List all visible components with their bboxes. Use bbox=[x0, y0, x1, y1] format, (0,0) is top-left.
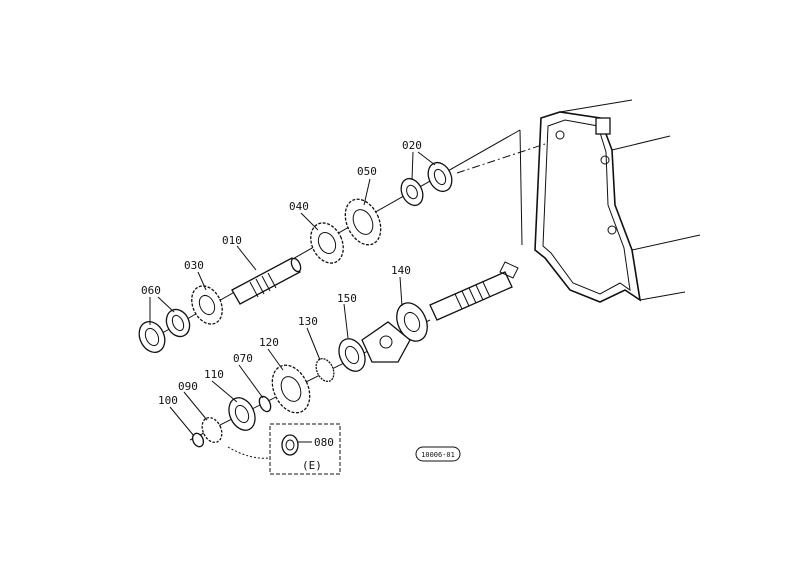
bearing-150 bbox=[338, 338, 366, 372]
output-shaft bbox=[429, 261, 519, 321]
gear-090 bbox=[201, 416, 223, 444]
circlip-100 bbox=[191, 432, 205, 448]
needle-bearing-130 bbox=[315, 357, 335, 383]
label-050: 050 bbox=[357, 165, 377, 178]
transmission-housing bbox=[534, 99, 701, 303]
label-130: 130 bbox=[298, 315, 318, 328]
label-030: 030 bbox=[184, 259, 204, 272]
bearing-110 bbox=[228, 397, 256, 431]
label-080: 080 bbox=[314, 436, 334, 449]
detail-box-label: (E) bbox=[302, 459, 322, 472]
label-070: 070 bbox=[233, 352, 253, 365]
label-110: 110 bbox=[204, 368, 224, 381]
label-140: 140 bbox=[391, 264, 411, 277]
label-090: 090 bbox=[178, 380, 198, 393]
cover-plate bbox=[361, 321, 411, 363]
label-100: 100 bbox=[158, 394, 178, 407]
shaft-010 bbox=[231, 257, 302, 305]
gear-050 bbox=[344, 198, 382, 246]
leader-lines bbox=[149, 151, 436, 437]
part-labels: 060 030 010 040 050 020 140 150 130 120 … bbox=[141, 139, 422, 449]
bearing-140 bbox=[396, 302, 428, 342]
label-060: 060 bbox=[141, 284, 161, 297]
label-040: 040 bbox=[289, 200, 309, 213]
gear-120 bbox=[271, 364, 311, 414]
label-120: 120 bbox=[259, 336, 279, 349]
label-150: 150 bbox=[337, 292, 357, 305]
gear-030 bbox=[191, 285, 223, 325]
washer-070 bbox=[258, 395, 272, 413]
bearing-020 bbox=[400, 161, 453, 207]
bearing-060 bbox=[138, 308, 191, 354]
label-020: 020 bbox=[402, 139, 422, 152]
gear-040 bbox=[310, 222, 344, 264]
label-010: 010 bbox=[222, 234, 242, 247]
detail-box-e: (E) bbox=[227, 423, 341, 475]
drawing-code: 10006-01 bbox=[415, 446, 461, 462]
drawing-code-text: 10006-01 bbox=[421, 451, 455, 459]
